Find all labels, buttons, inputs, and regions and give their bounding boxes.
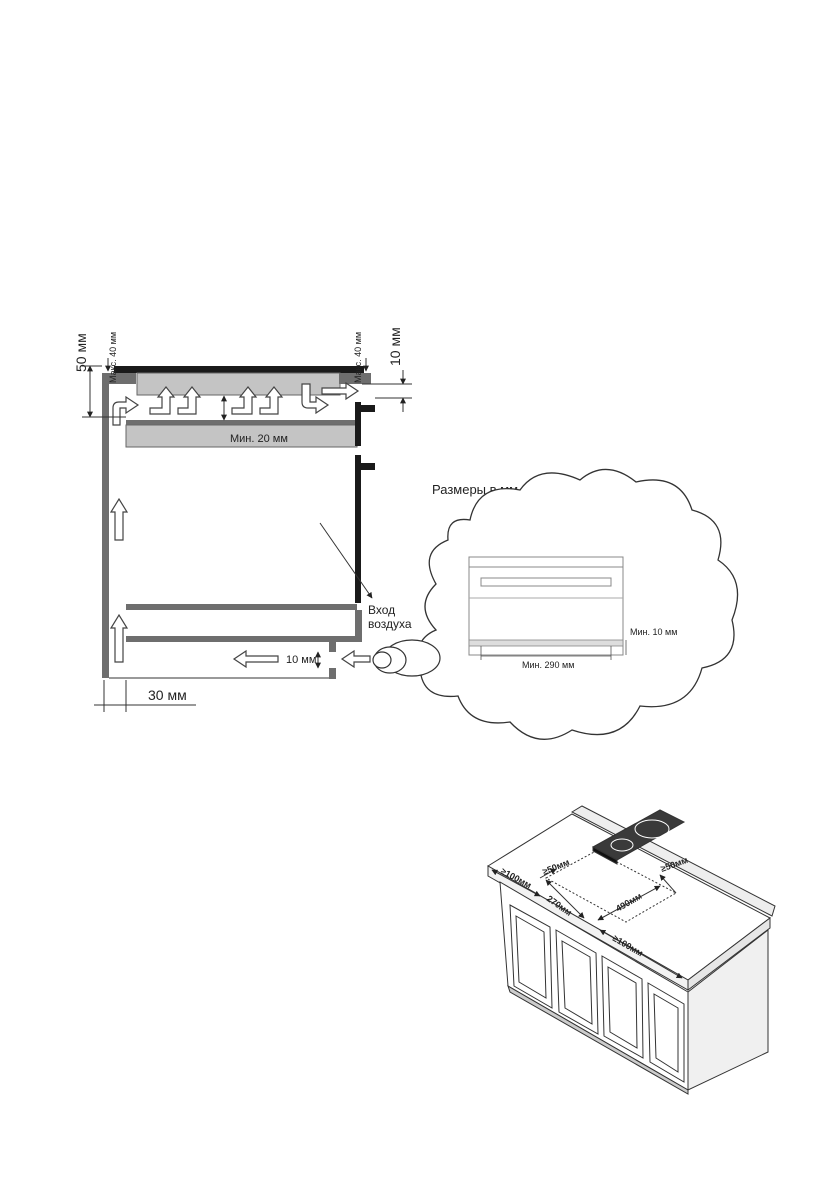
detail-oven-frame — [468, 556, 624, 656]
install-dim-50-left — [539, 868, 557, 879]
air-arrow-down-right — [301, 383, 330, 415]
detail-oven-panel — [480, 577, 612, 587]
hob-glass-top — [114, 366, 364, 373]
install-dim-100-bottom — [599, 929, 683, 979]
air-inlet-pointer — [319, 522, 373, 599]
oven-upper-front — [355, 402, 361, 446]
counter-right-edge — [687, 916, 771, 992]
plinth-front-lower — [329, 668, 336, 679]
label-min20: Мин. 20 мм — [230, 433, 288, 445]
oven-upper-handle — [361, 405, 375, 412]
cabinet-left-wall — [102, 384, 109, 678]
air-arrow-curve-1 — [149, 386, 176, 415]
oven-door-handle — [361, 463, 375, 470]
air-arrow-left-plinth — [232, 649, 279, 669]
label-max40-right: Макс. 40 мм — [353, 332, 363, 383]
install-dim-490 — [597, 885, 661, 921]
cabinet-door-4-panel — [653, 993, 679, 1073]
plinth-front-upper — [329, 642, 336, 652]
install-dim-270 — [545, 879, 585, 919]
air-arrow-right-top — [321, 381, 360, 401]
cabinet-bottom-shelf — [126, 636, 362, 642]
air-arrow-curve-3 — [231, 386, 258, 415]
label-min290: Мин. 290 мм — [522, 660, 574, 670]
cabinet-door-2-panel — [561, 940, 593, 1025]
cabinet-right-side — [687, 928, 769, 1091]
oven-bottom-shelf — [126, 604, 357, 610]
air-arrow-up-left-upper — [109, 497, 129, 541]
detail-plinth-band — [468, 639, 624, 647]
air-arrow-left-inlet — [340, 649, 371, 669]
hob-appliance-front — [592, 846, 618, 865]
label-min10: Мин. 10 мм — [630, 627, 677, 637]
cloud-bubble-small — [372, 651, 392, 669]
air-arrow-curve-4 — [259, 386, 284, 415]
oven-top-plate — [126, 420, 357, 425]
label-30mm: 30 мм — [148, 687, 187, 703]
worktop-left — [102, 373, 136, 384]
ventilation-section-diagram: Макс. 40 мм Макс. 40 мм 50 мм 10 мм Мин.… — [73, 327, 518, 712]
label-10mm-bottom: 10 мм — [286, 654, 316, 666]
install-dim-50-right — [659, 874, 677, 894]
label-50mm: 50 мм — [73, 333, 89, 372]
air-arrow-up-left-lower — [109, 613, 129, 663]
label-max40-left: Макс. 40 мм — [108, 332, 118, 383]
label-air-inlet-1: Вход — [368, 603, 395, 617]
label-air-inlet-2: воздуха — [368, 617, 412, 631]
worktop-right — [339, 373, 371, 384]
hob-burner-small — [610, 838, 634, 852]
installation-isometric — [487, 805, 776, 1095]
label-10mm-vertical: 10 мм — [387, 327, 403, 366]
air-arrow-turn-right-1 — [112, 395, 140, 426]
cabinet-plinth — [507, 984, 689, 1095]
plinth-gap-front — [355, 610, 362, 640]
oven-door — [355, 455, 361, 603]
hob-burner-large — [634, 819, 670, 839]
detail-cloud: Мин. 10 мм Мин. 290 мм — [372, 468, 739, 740]
cabinet-door-1-panel — [515, 915, 547, 999]
air-arrow-curve-2 — [177, 386, 202, 415]
airflow-arrows — [109, 381, 371, 669]
install-dim-100-left — [491, 869, 541, 897]
